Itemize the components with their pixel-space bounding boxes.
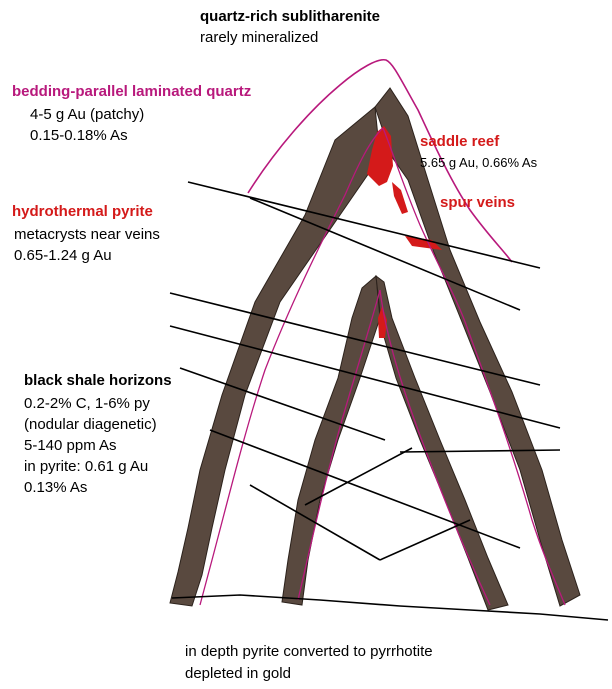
base-line bbox=[172, 595, 608, 620]
depth-note-line2: depleted in gold bbox=[185, 665, 291, 683]
black-shale-line: 0.13% As bbox=[24, 479, 87, 497]
hydrothermal-pyrite-line1: metacrysts near veins bbox=[14, 226, 160, 244]
saddle-reef-heading: saddle reef bbox=[420, 133, 499, 151]
black-shale-line: (nodular diagenetic) bbox=[24, 416, 157, 434]
inner-fold-right-limb bbox=[376, 276, 508, 610]
spur-veins-label: spur veins bbox=[440, 194, 515, 212]
title: quartz-rich sublitharenite bbox=[200, 8, 380, 26]
bedding-quartz-line1: 4-5 g Au (patchy) bbox=[30, 106, 144, 124]
subtitle: rarely mineralized bbox=[200, 29, 318, 47]
hydrothermal-pyrite-line2: 0.65-1.24 g Au bbox=[14, 247, 112, 265]
depth-note-line1: in depth pyrite converted to pyrrhotite bbox=[185, 643, 433, 661]
inner-fold-left-limb bbox=[282, 276, 380, 605]
spur-vein-upper bbox=[392, 182, 408, 214]
saddle-reef-line1: 5.65 g Au, 0.66% As bbox=[420, 155, 537, 171]
bedding-quartz-heading: bedding-parallel laminated quartz bbox=[12, 83, 251, 101]
hydrothermal-pyrite-heading: hydrothermal pyrite bbox=[12, 203, 153, 221]
black-shale-heading: black shale horizons bbox=[24, 372, 172, 390]
bedding-quartz-line2: 0.15-0.18% As bbox=[30, 127, 128, 145]
fault-line bbox=[380, 520, 470, 560]
black-shale-line: 0.2-2% C, 1-6% py bbox=[24, 395, 150, 413]
black-shale-line: in pyrite: 0.61 g Au bbox=[24, 458, 148, 476]
black-shale-line: 5-140 ppm As bbox=[24, 437, 117, 455]
